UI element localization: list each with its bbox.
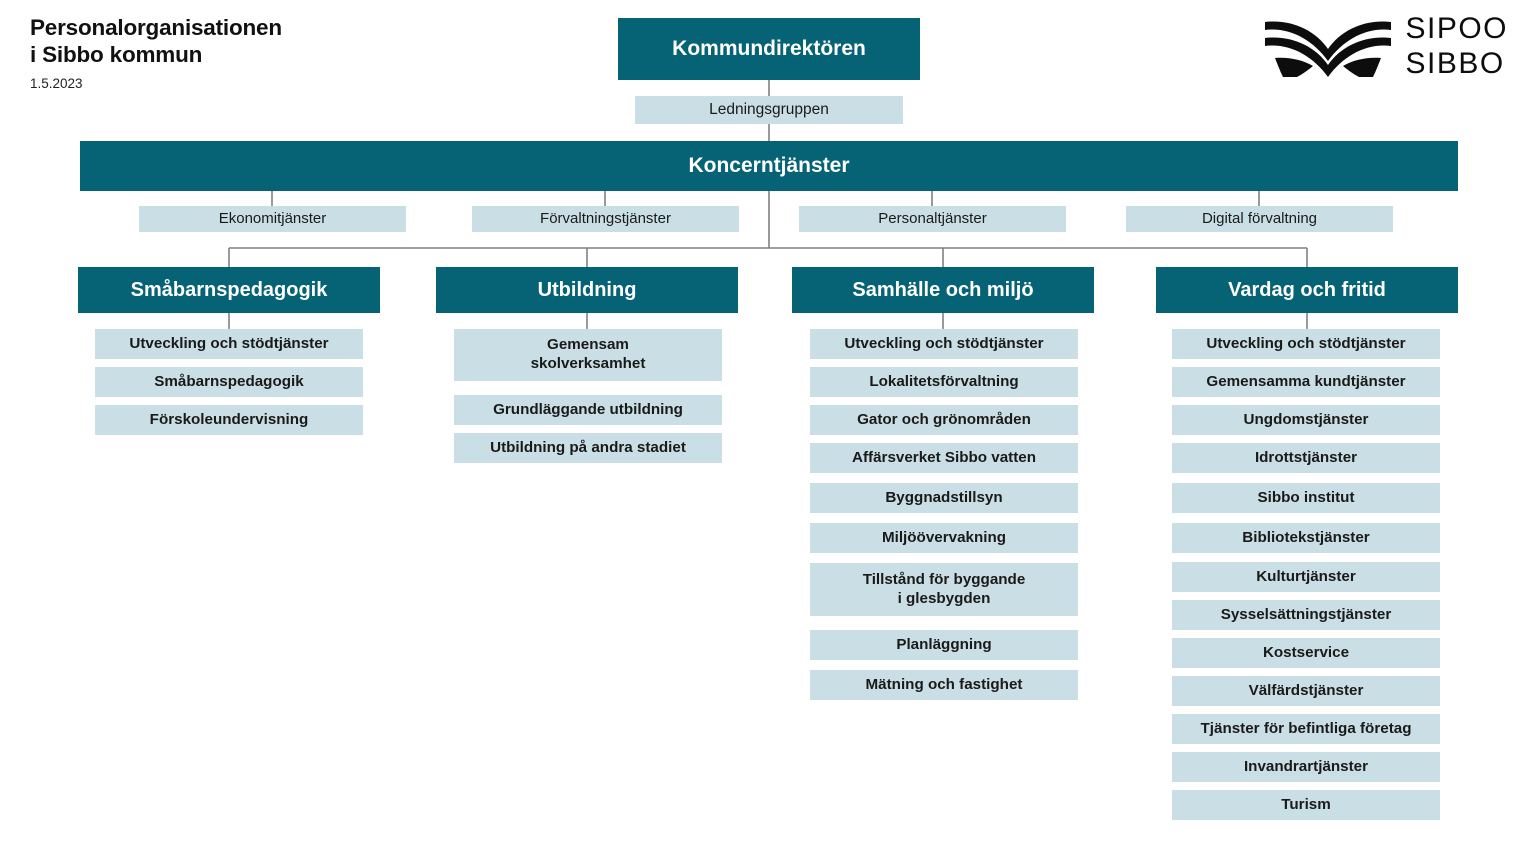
list-item[interactable]: Mätning och fastighet [810, 670, 1078, 700]
node-label: Utbildning på andra stadiet [490, 438, 686, 456]
node-dept-samhalle-och-miljo[interactable]: Samhälle och miljö [792, 267, 1094, 313]
node-digital-forvaltning[interactable]: Digital förvaltning [1126, 206, 1393, 232]
node-label: Planläggning [896, 635, 992, 653]
node-dept-vardag-och-fritid[interactable]: Vardag och fritid [1156, 267, 1458, 313]
node-dept-utbildning-label: Utbildning [537, 278, 637, 301]
node-label: Kostservice [1262, 643, 1350, 661]
list-item[interactable]: Invandrartjänster [1172, 752, 1440, 782]
list-item[interactable]: Välfärdstjänster [1172, 676, 1440, 706]
list-item[interactable]: Ungdomstjänster [1172, 405, 1440, 435]
node-ekonomitjanster-label: Ekonomitjänster [218, 209, 327, 227]
node-label: Miljöövervakning [881, 528, 1007, 546]
node-dept-samhalle-och-miljo-label: Samhälle och miljö [852, 278, 1034, 301]
node-label: Gator och grönområden [857, 410, 1031, 428]
node-label: Byggnadstillsyn [885, 488, 1003, 506]
node-dept-smabarnspedagogik[interactable]: Småbarnspedagogik [78, 267, 380, 313]
node-label: Invandrartjänster [1243, 757, 1369, 775]
node-label: Småbarnspedagogik [154, 372, 304, 390]
node-label: Utveckling och stödtjänster [1206, 334, 1406, 352]
node-ekonomitjanster[interactable]: Ekonomitjänster [139, 206, 406, 232]
node-label: Bibliotekstjänster [1242, 528, 1370, 546]
node-label: Idrottstjänster [1254, 448, 1358, 466]
list-item[interactable]: Planläggning [810, 630, 1078, 660]
list-item[interactable]: Utveckling och stödtjänster [810, 329, 1078, 359]
node-digital-forvaltning-label: Digital förvaltning [1201, 209, 1318, 227]
node-label: Sibbo institut [1257, 488, 1355, 506]
node-dept-vardag-och-fritid-label: Vardag och fritid [1228, 278, 1386, 301]
list-item[interactable]: Kulturtjänster [1172, 562, 1440, 592]
node-koncerntjanster[interactable]: Koncerntjänster [80, 141, 1458, 191]
list-item[interactable]: Byggnadstillsyn [810, 483, 1078, 513]
node-ledningsgruppen-label: Ledningsgruppen [709, 100, 829, 118]
node-label: Ungdomstjänster [1243, 410, 1369, 428]
node-koncerntjanster-label: Koncerntjänster [688, 154, 850, 178]
node-label: Kulturtjänster [1256, 567, 1356, 585]
node-kommundirektoren-label: Kommundirektören [672, 37, 866, 61]
list-item[interactable]: Miljöövervakning [810, 523, 1078, 553]
node-label: Förskoleundervisning [149, 410, 309, 428]
list-item[interactable]: Tjänster för befintliga företag [1172, 714, 1440, 744]
list-item[interactable]: Småbarnspedagogik [95, 367, 363, 397]
node-kommundirektoren[interactable]: Kommundirektören [618, 18, 920, 80]
node-personaltjanster[interactable]: Personaltjänster [799, 206, 1066, 232]
chart-date: 1.5.2023 [30, 75, 83, 91]
sipoo-sibbo-wing-logo-icon [1265, 21, 1392, 77]
node-dept-utbildning[interactable]: Utbildning [436, 267, 738, 313]
node-dept-smabarnspedagogik-label: Småbarnspedagogik [130, 278, 328, 301]
logo-wordmark: SIPOO SIBBO [1405, 14, 1508, 79]
node-label: Gemensamma kundtjänster [1206, 372, 1406, 390]
list-item[interactable]: Sysselsättningstjänster [1172, 600, 1440, 630]
node-label: Sysselsättningstjänster [1220, 605, 1392, 623]
list-item[interactable]: Kostservice [1172, 638, 1440, 668]
logo-word-sibbo: SIBBO [1405, 47, 1505, 80]
node-label: Tjänster för befintliga företag [1200, 719, 1412, 737]
page-title: Personalorganisationen i Sibbo kommun 1.… [30, 14, 550, 91]
list-item[interactable]: Grundläggande utbildning [454, 395, 722, 425]
list-item[interactable]: Gator och grönområden [810, 405, 1078, 435]
title-line-1: Personalorganisationen [30, 15, 282, 40]
logo-word-sipoo: SIPOO [1405, 12, 1508, 45]
node-label: Affärsverket Sibbo vatten [852, 448, 1036, 466]
list-item[interactable]: Sibbo institut [1172, 483, 1440, 513]
node-label: Välfärdstjänster [1248, 681, 1364, 699]
node-label: Grundläggande utbildning [493, 400, 683, 418]
node-label: Mätning och fastighet [865, 675, 1023, 693]
list-item[interactable]: Förskoleundervisning [95, 405, 363, 435]
node-forvaltningstjanster[interactable]: Förvaltningstjänster [472, 206, 739, 232]
list-item[interactable]: Idrottstjänster [1172, 443, 1440, 473]
node-label: Utveckling och stödtjänster [129, 334, 329, 352]
list-item[interactable]: Bibliotekstjänster [1172, 523, 1440, 553]
list-item[interactable]: Turism [1172, 790, 1440, 820]
node-label: Turism [1281, 795, 1331, 813]
node-ledningsgruppen[interactable]: Ledningsgruppen [635, 96, 903, 124]
list-item[interactable]: Utbildning på andra stadiet [454, 433, 722, 463]
node-personaltjanster-label: Personaltjänster [878, 209, 987, 227]
node-label: Lokalitetsförvaltning [869, 372, 1019, 390]
list-item[interactable]: Lokalitetsförvaltning [810, 367, 1078, 397]
sipoo-sibbo-logo: SIPOO SIBBO [1263, 14, 1508, 79]
list-item[interactable]: Gemensamma kundtjänster [1172, 367, 1440, 397]
node-forvaltningstjanster-label: Förvaltningstjänster [540, 209, 671, 227]
list-item[interactable]: Affärsverket Sibbo vatten [810, 443, 1078, 473]
node-label: Utveckling och stödtjänster [844, 334, 1044, 352]
list-item[interactable]: Utveckling och stödtjänster [1172, 329, 1440, 359]
title-line-2: i Sibbo kommun [30, 42, 203, 68]
list-item[interactable]: Utveckling och stödtjänster [95, 329, 363, 359]
